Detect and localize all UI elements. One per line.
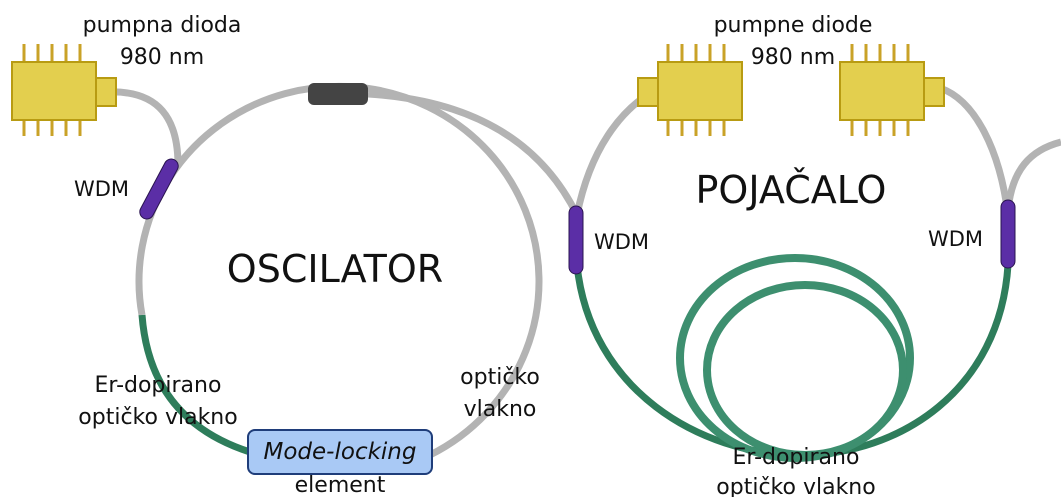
output-fiber bbox=[367, 90, 581, 217]
pump-diode-left bbox=[11, 44, 117, 136]
pump-double-label-2: 980 nm bbox=[751, 45, 835, 70]
amplifier-passive-fiber-right bbox=[938, 84, 1012, 216]
mode-locking-sublabel: element bbox=[295, 473, 386, 497]
oscillator-label: OSCILATOR bbox=[227, 247, 443, 291]
wdm-right-component bbox=[1000, 199, 1016, 269]
wdm-right-label: WDM bbox=[928, 227, 983, 251]
amplifier-er-fiber bbox=[573, 264, 1012, 459]
pump-single-label-2: 980 nm bbox=[120, 45, 204, 70]
wdm-mid-component bbox=[568, 205, 584, 275]
er-fiber-amp-label-1: Er-dopirano bbox=[733, 445, 860, 470]
wdm-left-component bbox=[139, 158, 179, 220]
mode-locking-label: Mode-locking bbox=[264, 439, 417, 465]
mode-locking-element bbox=[247, 429, 433, 475]
amplifier-output-fiber bbox=[1004, 138, 1061, 211]
er-fiber-osc-label-1: Er-dopirano bbox=[95, 373, 222, 398]
pump-fiber-left bbox=[107, 88, 182, 166]
er-fiber-amp-label-2: optičko vlakno bbox=[716, 475, 875, 497]
oscillator-er-fiber bbox=[138, 314, 252, 456]
wdm-left-label: WDM bbox=[74, 177, 129, 201]
amplifier-label: POJAČALO bbox=[696, 168, 887, 212]
wdm-mid-label: WDM bbox=[594, 230, 649, 254]
amplifier-passive-fiber bbox=[573, 86, 657, 216]
fiber-label-1: optičko bbox=[460, 365, 540, 390]
er-fiber-osc-label-2: optičko vlakno bbox=[78, 405, 237, 430]
pump-diode-amp-1 bbox=[637, 44, 743, 136]
pump-single-label-1: pumpna dioda bbox=[83, 13, 242, 38]
pump-diode-amp-2 bbox=[839, 44, 945, 136]
pump-double-label-1: pumpne diode bbox=[714, 13, 873, 38]
fiber-label-2: vlakno bbox=[464, 397, 537, 422]
output-coupler bbox=[308, 83, 368, 105]
er-coil-inner bbox=[703, 281, 907, 459]
